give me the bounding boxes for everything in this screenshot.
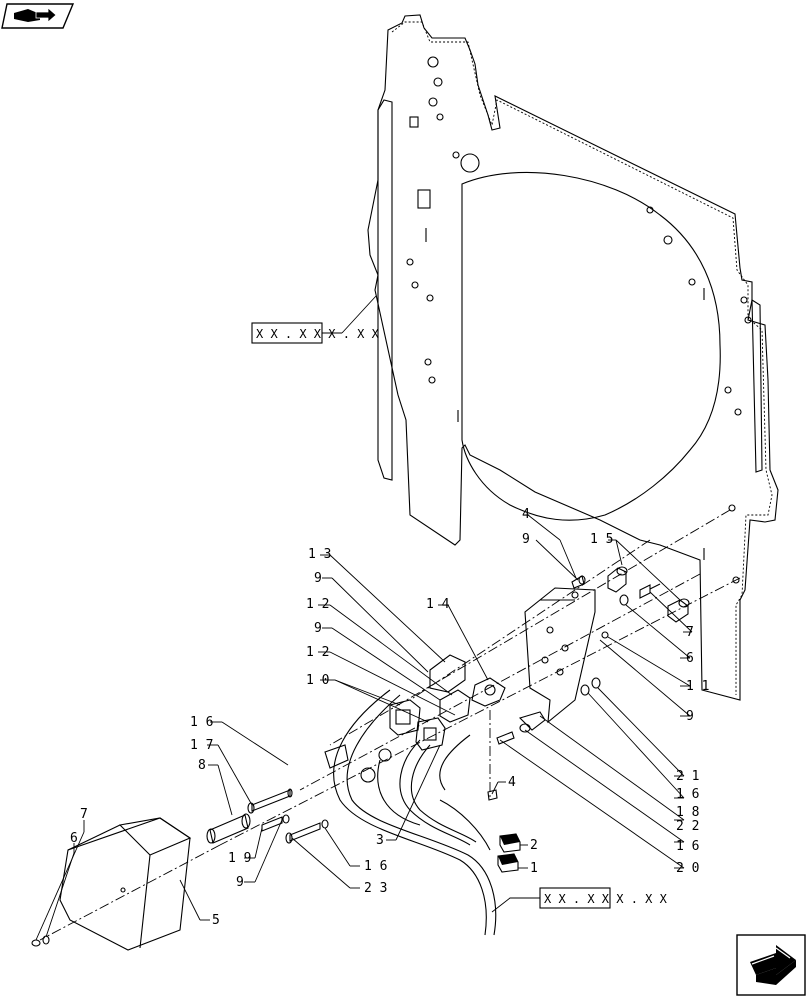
connector-plug-2 [499,833,521,853]
washer-right [619,594,629,606]
callout-14: 1 4 [426,597,450,612]
harness-clip-left [324,744,392,783]
callout-8: 8 [198,758,206,773]
reference-box-lower[interactable]: X X . X X X . X X [491,887,668,913]
callout-16: 1 6 [676,787,699,802]
spacer-bushing-upper [607,566,628,593]
bolt-upper-right [639,583,661,599]
callout-16: 1 6 [190,715,213,730]
spacer-8 [206,813,251,844]
reference-box-upper[interactable]: X X . X X X . X X [251,295,380,344]
wiring-harness [333,689,497,936]
callout-labels: 4 9 1 5 1 3 9 1 2 1 4 9 1 2 7 6 1 1 1 0 … [70,507,709,928]
callout-13: 1 3 [308,547,331,562]
callout-4: 4 [508,775,516,790]
callout-22: 2 2 [676,819,699,834]
fan-shroud-panel [367,14,779,701]
bolt-4-lower [487,789,498,801]
callout-7: 7 [80,807,88,822]
callout-9: 9 [522,532,530,547]
screw-washer-7-6 [31,935,50,947]
reference-text-lower: X X . X X X . X X [544,892,668,906]
bolt-23 [285,819,329,844]
callout-23: 2 3 [364,881,387,896]
connector-10b [415,717,446,751]
callout-7: 7 [686,625,694,640]
connector-10a [389,699,421,736]
callout-11: 1 1 [686,679,709,694]
callout-1: 1 [530,861,538,876]
callout-5: 5 [212,913,220,928]
callout-9: 9 [314,571,322,586]
callout-3: 3 [376,833,384,848]
leader-lines [35,514,693,941]
bolt-17 [247,788,293,814]
callout-6: 6 [686,651,694,666]
mounting-bracket [524,587,596,724]
switch-14 [471,677,506,707]
callout-18: 1 8 [676,805,699,820]
bolt-4-upper [571,575,585,589]
callout-21: 2 1 [676,769,699,784]
callout-6: 6 [70,831,78,846]
callout-10: 1 0 [306,673,329,688]
relay-block-12 [439,689,471,723]
bolt-screws-row [578,575,609,696]
callout-15: 1 5 [590,532,613,547]
callout-9: 9 [236,875,244,890]
callout-19: 1 9 [228,851,251,866]
callout-17: 1 7 [190,738,213,753]
next-page-arrow-icon[interactable] [736,934,806,996]
callout-20: 2 0 [676,861,699,876]
assembly-centerlines [39,509,741,941]
cover-5 [59,817,192,951]
callout-4: 4 [522,507,530,522]
callout-9: 9 [314,621,322,636]
connector-plug-1 [497,853,519,873]
bolt-19 [261,814,290,832]
callout-12: 1 2 [306,597,329,612]
relay-block-13 [429,654,466,693]
callout-9: 9 [686,709,694,724]
book-navigation-icon[interactable] [1,3,75,29]
callout-2: 2 [530,838,538,853]
callout-16: 1 6 [676,839,699,854]
callout-16: 1 6 [364,859,387,874]
reference-text-upper: X X . X X X . X X [256,327,380,341]
callout-12: 1 2 [306,645,329,660]
